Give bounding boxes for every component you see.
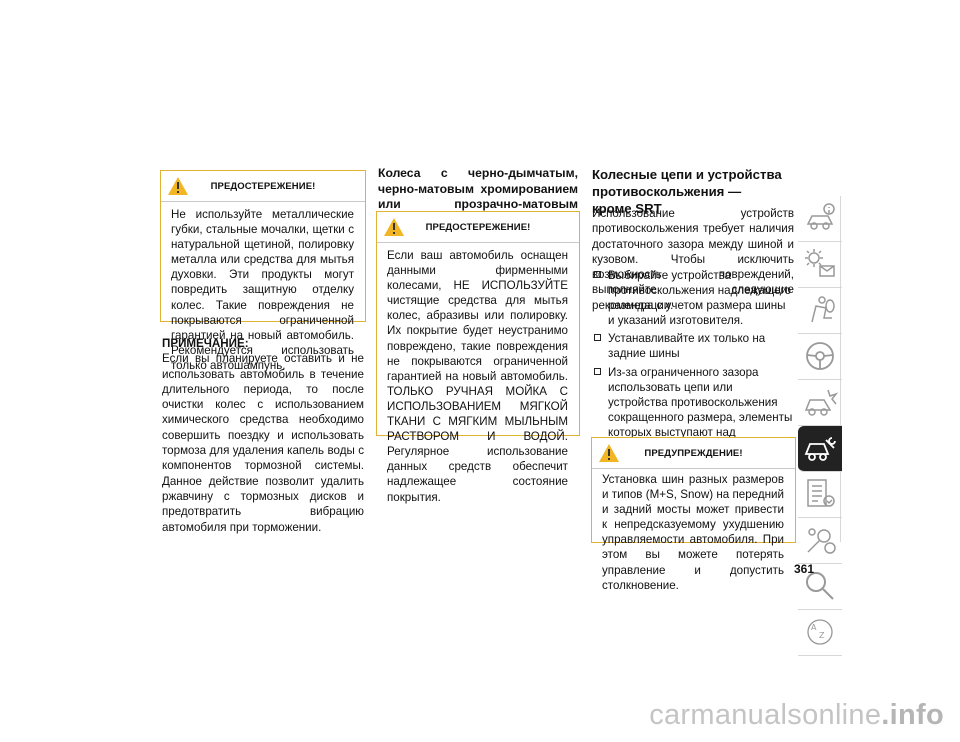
tab-airbag-seat[interactable]: [798, 288, 842, 334]
watermark[interactable]: carmanualsonline.info: [649, 699, 944, 732]
checklist-icon: [807, 479, 835, 507]
list-item: Выбирайте устройства противоскольжения н…: [592, 268, 794, 328]
car-service-icon: [804, 437, 836, 461]
warning-title: ПРЕДОСТЕРЕЖЕНИЕ!: [425, 222, 531, 233]
caution-title: ПРЕДУПРЕЖДЕНИЕ!: [644, 448, 743, 459]
car-info-icon: [806, 203, 835, 230]
note-title: ПРИМЕЧАНИЕ:: [162, 337, 249, 350]
warning-icon: [168, 177, 188, 195]
index-icon: AZ: [807, 619, 833, 645]
list-item: Устанавливайте их только на задние шины: [592, 331, 794, 361]
tab-tools[interactable]: [798, 518, 842, 564]
tab-search[interactable]: [798, 564, 842, 610]
warning-title: ПРЕДОСТЕРЕЖЕНИЕ!: [210, 181, 316, 192]
tab-warning-lights[interactable]: [798, 242, 842, 288]
page-number: 361: [793, 562, 814, 576]
tools-icon: [807, 528, 836, 554]
warning-icon: [384, 218, 404, 236]
warning-lights-icon: [805, 249, 835, 277]
warning-box-col1: ПРЕДОСТЕРЕЖЕНИЕ! Не используйте металлич…: [160, 170, 366, 372]
tab-car-crash[interactable]: [798, 380, 842, 426]
tab-car-info[interactable]: [798, 196, 842, 242]
search-icon: [806, 572, 834, 600]
chains-intro: Использование устройств противоскольжени…: [592, 207, 794, 312]
warning-header: ПРЕДОСТЕРЕЖЕНИЕ!: [377, 212, 579, 243]
checkbox-square-icon: [594, 334, 601, 342]
watermark-prefix: carmanualsonline: [649, 699, 882, 731]
svg-text:Z: Z: [819, 631, 825, 640]
warning-box-col2: ПРЕДОСТЕРЕЖЕНИЕ! Если ваш автомобиль осн…: [376, 211, 580, 504]
tab-steering-wheel[interactable]: [798, 334, 842, 380]
caution-box-col3: ПРЕДУПРЕЖДЕНИЕ! Установка шин разных раз…: [591, 437, 796, 592]
checkbox-square-icon: [594, 367, 601, 375]
svg-text:A: A: [811, 623, 817, 632]
warning-text: Не используйте металлические губки, стал…: [171, 208, 354, 372]
steering-wheel-icon: [806, 342, 834, 370]
warning-text: Если ваш автомобиль оснащен данными фирм…: [387, 249, 568, 504]
airbag-seat-icon: [811, 296, 835, 323]
checkbox-square-icon: [594, 271, 601, 278]
section-heading-chains: Колесные цепи и устройства противоскольж…: [592, 167, 782, 216]
watermark-suffix: .info: [881, 699, 944, 731]
tab-checklist[interactable]: [798, 472, 842, 518]
tab-car-service[interactable]: [798, 426, 842, 472]
warning-icon: [599, 444, 619, 462]
caution-header: ПРЕДУПРЕЖДЕНИЕ!: [592, 438, 795, 469]
caution-text: Установка шин разных размеров и типов (M…: [602, 473, 784, 592]
warning-header: ПРЕДОСТЕРЕЖЕНИЕ!: [161, 171, 365, 202]
note-block: ПРИМЕЧАНИЕ: Если вы планируете оставить …: [162, 336, 364, 535]
tab-divider: [840, 196, 841, 542]
note-text: Если вы планируете оставить и не использ…: [162, 352, 364, 534]
car-crash-icon: [804, 389, 838, 416]
